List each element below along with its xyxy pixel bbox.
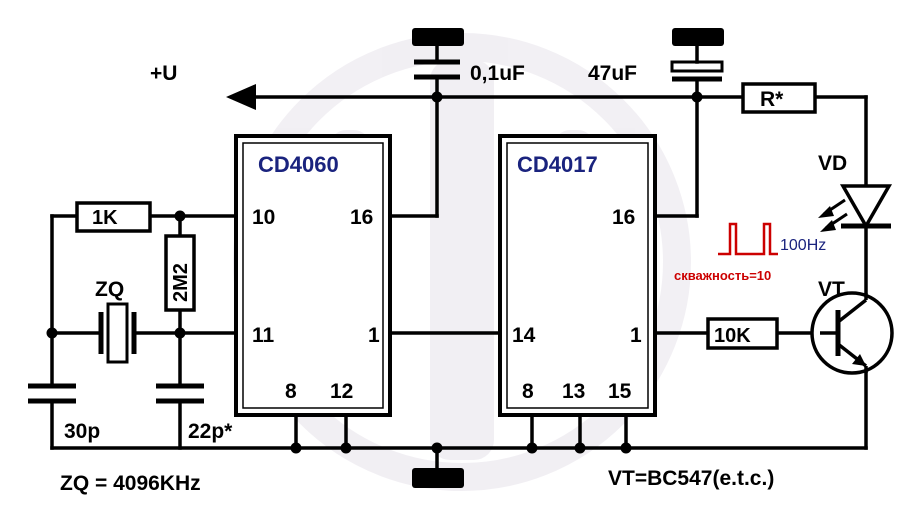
capacitor-22p [156, 383, 204, 404]
capacitor-30p [28, 383, 76, 404]
capacitor-decouple [414, 59, 460, 80]
transistor-type-note: VT=BC547(e.t.c.) [608, 467, 774, 490]
crystal-label: ZQ [95, 278, 124, 301]
capacitor-bulk [670, 60, 724, 82]
connection-pads [412, 28, 724, 488]
u1-pin-8: 8 [285, 380, 297, 403]
led-vd [818, 184, 893, 232]
cap-22p-label: 22p* [188, 420, 233, 443]
r-2m2-label: 2M2 [170, 263, 192, 302]
supply-label: +U [150, 62, 177, 85]
resistor-r-star [741, 82, 817, 114]
cap-bulk-label: 47uF [588, 62, 637, 85]
cap-decouple-label: 0,1uF [470, 62, 525, 85]
transistor-vt [810, 291, 894, 375]
u2-pin-8: 8 [522, 380, 534, 403]
u2-pin-14: 14 [512, 324, 536, 347]
supply-arrow [226, 84, 256, 110]
r-star-label: R* [760, 88, 784, 111]
u1-pin-1: 1 [368, 324, 380, 347]
u2-pin-13: 13 [562, 380, 585, 403]
r-10k-label: 10K [714, 325, 751, 347]
resistor-1k [75, 201, 152, 233]
u2-pin-15: 15 [608, 380, 632, 403]
u1-pin-16: 16 [350, 206, 373, 229]
wiring [50, 40, 868, 472]
chip-cd4060 [234, 134, 392, 417]
transistor-label: VT [818, 278, 845, 301]
crystal-zq [98, 302, 137, 364]
cap-30p-label: 30p [64, 420, 100, 443]
u2-pin-1: 1 [630, 324, 642, 347]
chip-cd4017-name: CD4017 [517, 152, 598, 177]
chip-cd4017 [498, 134, 657, 417]
pulse-waveform [718, 222, 778, 256]
u1-pin-11: 11 [252, 324, 275, 347]
chip-cd4060-name: CD4060 [258, 152, 339, 177]
u2-pin-16: 16 [612, 206, 635, 229]
led-label: VD [818, 152, 847, 175]
resistor-10k [706, 317, 779, 350]
frequency-label: 100Hz [780, 237, 826, 254]
duty-cycle-label: скважность=10 [674, 268, 771, 283]
chip-cd4060-inner [242, 142, 384, 409]
chip-cd4017-inner [506, 142, 649, 409]
crystal-frequency-note: ZQ = 4096KHz [60, 472, 201, 495]
junction-dots [46, 91, 703, 454]
r-1k-label: 1K [92, 207, 118, 229]
u1-pin-10: 10 [252, 206, 275, 229]
u1-pin-12: 12 [330, 380, 353, 403]
resistor-2m2 [164, 234, 196, 312]
